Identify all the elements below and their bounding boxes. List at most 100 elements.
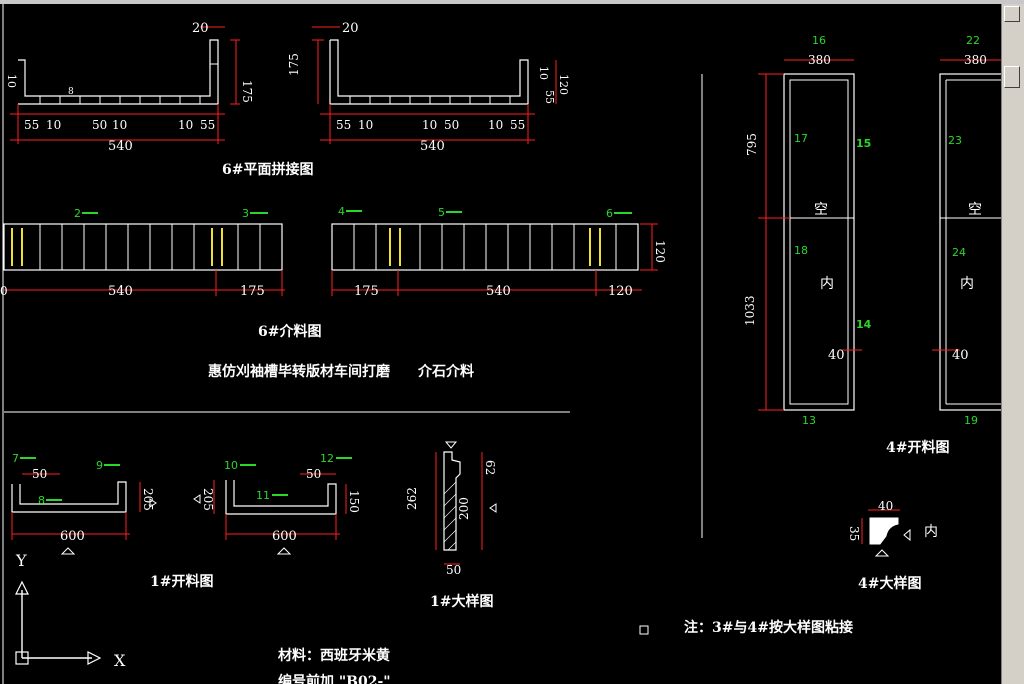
dim-10-b: 10 bbox=[537, 66, 550, 80]
dim-50-b: 50 bbox=[444, 118, 459, 132]
dim-120-layout-v: 120 bbox=[653, 240, 667, 263]
dim-8: 8 bbox=[68, 87, 74, 97]
label-3: 3 bbox=[242, 207, 249, 220]
stone-strip-left: 540 175 0 bbox=[0, 223, 285, 299]
dim-62: 62 bbox=[483, 460, 497, 475]
dim-10-b3: 10 bbox=[488, 118, 503, 132]
dim-175-layout-a: 175 bbox=[240, 284, 265, 299]
dim-0-layout: 0 bbox=[0, 284, 8, 298]
label-15: 15 bbox=[856, 137, 871, 150]
label-7: 7 bbox=[12, 452, 19, 465]
stone-layout-labels: 2 3 4 5 6 bbox=[74, 205, 632, 220]
dim-175-layout-b: 175 bbox=[354, 284, 379, 299]
dim-380-b: 380 bbox=[964, 53, 987, 67]
dim-10-a2: 10 bbox=[112, 118, 127, 132]
dim-262: 262 bbox=[405, 487, 419, 510]
open-plan-1-right: 50 205 150 600 10 11 12 bbox=[193, 452, 361, 555]
vertical-scrollbar[interactable] bbox=[1001, 4, 1024, 684]
label-23: 23 bbox=[948, 134, 962, 147]
dim-10-a: 10 bbox=[5, 74, 18, 88]
note-marker bbox=[639, 625, 649, 635]
dim-205-open1-a: 205 bbox=[141, 488, 155, 511]
dim-10-b2: 10 bbox=[422, 118, 437, 132]
dim-1033: 1033 bbox=[743, 295, 757, 326]
dim-50-open1-b: 50 bbox=[306, 467, 321, 481]
title-open-plan-4: 4#开料图 bbox=[886, 439, 949, 456]
window-top-edge bbox=[0, 0, 1024, 4]
label-2: 2 bbox=[74, 207, 81, 220]
plan-piece-b: 20 175 10 120 55 55 10 10 50 10 55 540 bbox=[287, 21, 570, 154]
dim-55-b: 55 bbox=[336, 118, 351, 132]
dim-120-b: 120 bbox=[557, 74, 570, 95]
scroll-thumb[interactable] bbox=[1004, 66, 1020, 88]
dim-795: 795 bbox=[745, 133, 759, 156]
label-19: 19 bbox=[964, 414, 978, 427]
ucs-x-label: X bbox=[114, 651, 126, 670]
char-nei-2: 内 bbox=[960, 276, 974, 292]
stone-strip-right: 175 540 120 120 bbox=[331, 223, 667, 299]
label-17: 17 bbox=[794, 132, 808, 145]
dim-40-detail4: 40 bbox=[878, 499, 893, 513]
label-5: 5 bbox=[438, 206, 445, 219]
detail4-side: 内 bbox=[924, 524, 938, 540]
label-9: 9 bbox=[96, 459, 103, 472]
plan-piece-a: 20 175 10 55 10 50 10 10 55 540 8 bbox=[5, 21, 254, 154]
numbering-text: 编号前加 "B02-" bbox=[278, 673, 391, 684]
dim-10-a3: 10 bbox=[178, 118, 193, 132]
dim-50-detail1: 50 bbox=[446, 563, 461, 577]
open-plan-4-right: 380 40 空 内 22 23 24 19 bbox=[932, 34, 1002, 427]
dim-10-a1: 10 bbox=[46, 118, 61, 132]
dim-50-open1-a: 50 bbox=[32, 467, 47, 481]
ucs-icon: Y X bbox=[15, 551, 126, 670]
title-stone-layout: 6#介料图 bbox=[258, 323, 321, 340]
dim-20-a: 20 bbox=[192, 21, 209, 36]
scroll-up-button[interactable] bbox=[1004, 6, 1020, 22]
dim-540-a: 540 bbox=[108, 139, 133, 154]
label-6: 6 bbox=[606, 207, 613, 220]
open-plan-4-left: 380 795 1033 40 空 内 16 17 15 18 14 13 bbox=[743, 34, 872, 427]
label-12: 12 bbox=[320, 452, 334, 465]
dim-200: 200 bbox=[457, 497, 471, 520]
char-kong-1: 空 bbox=[814, 202, 828, 218]
label-11: 11 bbox=[256, 489, 270, 502]
note-processing: 惠仿刈袖槽毕转版材车间打磨 介石介料 bbox=[208, 363, 474, 380]
dim-150-open1: 150 bbox=[347, 490, 361, 513]
dim-120-layout: 120 bbox=[608, 284, 633, 299]
label-16: 16 bbox=[812, 34, 826, 47]
dim-40-a: 40 bbox=[828, 348, 845, 363]
detail-4: 40 35 内 bbox=[847, 499, 938, 557]
dim-175-b: 175 bbox=[287, 53, 301, 76]
dim-40-b: 40 bbox=[952, 348, 969, 363]
dim-10-b1: 10 bbox=[358, 118, 373, 132]
label-18: 18 bbox=[794, 244, 808, 257]
title-open-plan-1: 1#开料图 bbox=[150, 573, 213, 590]
title-detail-4: 4#大样图 bbox=[858, 575, 921, 592]
dim-50-a: 50 bbox=[92, 118, 107, 132]
dim-540-b: 540 bbox=[420, 139, 445, 154]
dim-55-b-v: 55 bbox=[543, 90, 556, 104]
dim-205-open1-b: 205 bbox=[201, 488, 215, 511]
dim-55-b2: 55 bbox=[510, 118, 525, 132]
title-plan-assembly: 6#平面拼接图 bbox=[222, 161, 313, 178]
char-kong-2: 空 bbox=[968, 202, 982, 218]
dim-20-b: 20 bbox=[342, 21, 359, 36]
title-detail-1: 1#大样图 bbox=[430, 593, 493, 610]
drawing-area[interactable]: 20 175 10 55 10 50 10 10 55 540 8 bbox=[0, 4, 1002, 684]
dim-175-a: 175 bbox=[240, 80, 254, 103]
label-4: 4 bbox=[338, 205, 345, 218]
char-nei-1: 内 bbox=[820, 276, 834, 292]
open-plan-1-left: 50 205 600 7 8 9 bbox=[11, 452, 157, 555]
dim-600-open1-b: 600 bbox=[272, 529, 297, 544]
label-22: 22 bbox=[966, 34, 980, 47]
ucs-y-label: Y bbox=[15, 551, 27, 570]
dim-35-detail4: 35 bbox=[847, 526, 861, 541]
label-8: 8 bbox=[38, 494, 45, 507]
label-14: 14 bbox=[856, 318, 872, 331]
dim-540-layout-a: 540 bbox=[108, 284, 133, 299]
note-bonding: 注：3#与4#按大样图粘接 bbox=[684, 619, 853, 636]
dim-600-open1-a: 600 bbox=[60, 529, 85, 544]
dim-55-a: 55 bbox=[24, 118, 39, 132]
label-13: 13 bbox=[802, 414, 816, 427]
label-10: 10 bbox=[224, 459, 238, 472]
